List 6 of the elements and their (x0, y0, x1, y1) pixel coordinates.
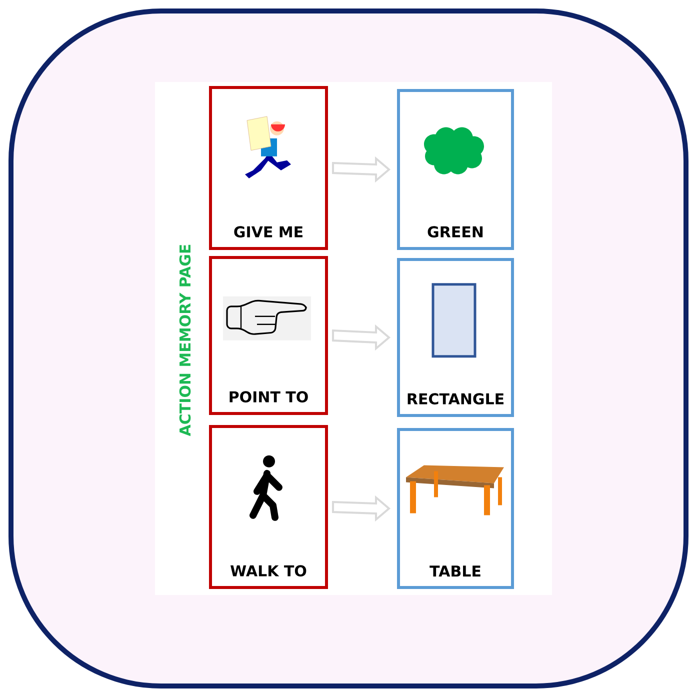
block-arrow (332, 156, 391, 183)
page-title: ACTION MEMORY PAGE (179, 244, 191, 436)
block-arrow (332, 324, 391, 351)
block-arrow (332, 495, 391, 522)
picture-card: WALK TO (209, 425, 328, 589)
picture-card: GIVE ME (209, 86, 328, 250)
